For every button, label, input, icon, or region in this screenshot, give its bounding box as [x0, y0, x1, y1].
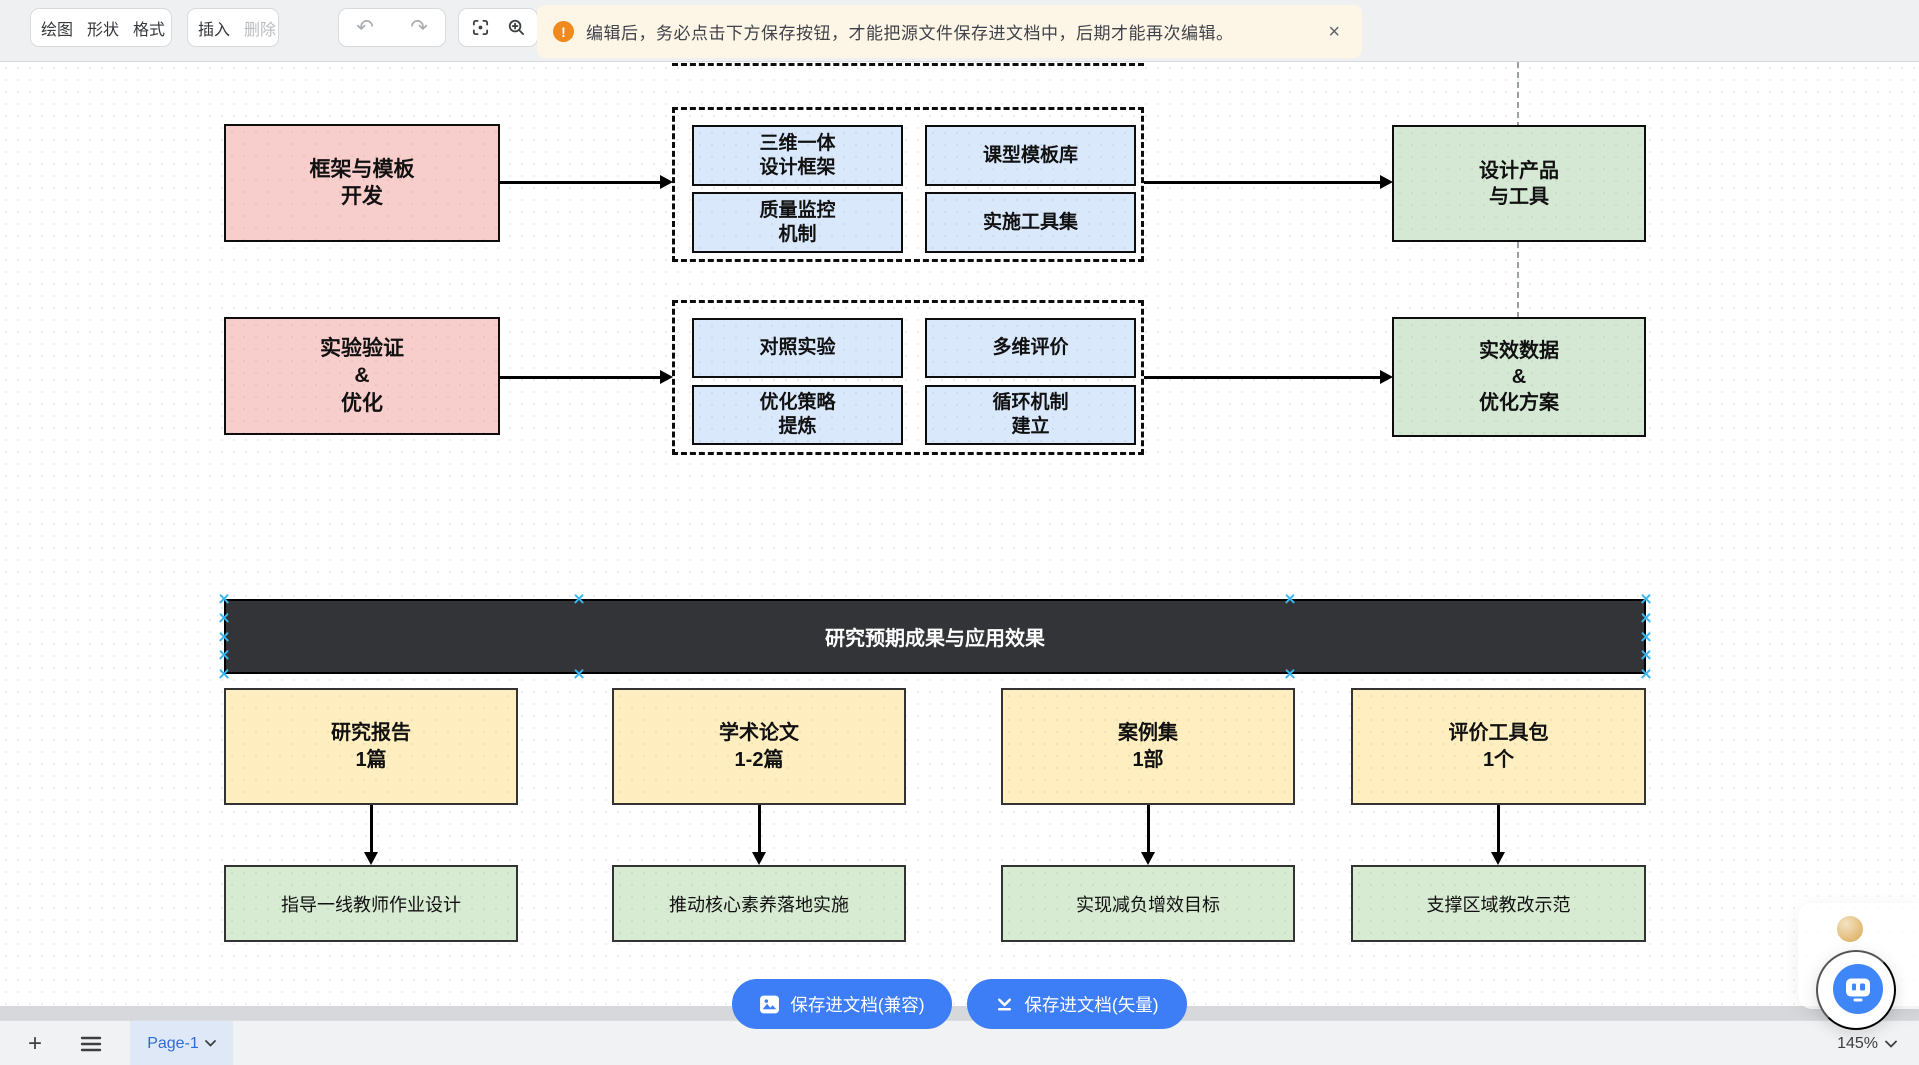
selection-handle[interactable]: [219, 632, 229, 642]
group-experiment[interactable]: [672, 300, 1144, 455]
node-quality-monitoring[interactable]: 质量监控 机制: [692, 192, 903, 253]
selection-handle[interactable]: [1285, 594, 1295, 604]
arrowhead: [1380, 175, 1393, 189]
node-research-report[interactable]: 研究报告 1篇: [224, 688, 518, 805]
connector-row2-left[interactable]: [500, 376, 662, 379]
node-framework-development[interactable]: 框架与模板 开发: [224, 124, 500, 242]
footer-bar: + Page-1 145%: [0, 1020, 1919, 1065]
node-cycle-mechanism[interactable]: 循环机制 建立: [925, 385, 1136, 445]
node-core-literacy[interactable]: 推动核心素养落地实施: [612, 865, 906, 942]
delete-button[interactable]: 删除: [244, 16, 276, 40]
node-control-experiment[interactable]: 对照实验: [692, 318, 903, 378]
warning-icon: !: [553, 21, 574, 42]
connector-row1-right[interactable]: [1144, 181, 1382, 184]
zoom-level-value: 145%: [1837, 1034, 1878, 1052]
add-page-button[interactable]: +: [18, 1021, 52, 1065]
node-case-collection[interactable]: 案例集 1部: [1001, 688, 1295, 805]
save-compatible-label: 保存进文档(兼容): [790, 994, 925, 1015]
download-icon: [995, 995, 1014, 1014]
arrowhead: [660, 175, 673, 189]
edit-group: 插入 删除: [187, 8, 279, 47]
history-group: ↶ ↷: [338, 8, 446, 47]
node-evaluation-toolkit[interactable]: 评价工具包 1个: [1351, 688, 1646, 805]
selection-handle[interactable]: [219, 613, 229, 623]
selection-handle[interactable]: [1641, 632, 1651, 642]
connector-outcome-1[interactable]: [370, 805, 373, 853]
view-group: [458, 8, 538, 47]
warning-text: 编辑后，务必点击下方保存按钮，才能把源文件保存进文档中，后期才能再次编辑。: [586, 24, 1234, 43]
selection-handle[interactable]: [1641, 669, 1651, 679]
undo-icon[interactable]: ↶: [354, 16, 376, 39]
connector-row2-right[interactable]: [1144, 376, 1382, 379]
connector-outcome-4[interactable]: [1497, 805, 1500, 853]
clipped-dashed-container-edge: [672, 63, 1144, 66]
image-icon: [759, 994, 780, 1015]
group-design-tools[interactable]: [672, 107, 1144, 262]
selection-handle[interactable]: [219, 650, 229, 660]
arrowhead: [1380, 370, 1393, 384]
page-tab[interactable]: Page-1: [130, 1021, 233, 1065]
node-expected-results-banner[interactable]: 研究预期成果与应用效果: [224, 599, 1646, 674]
horizontal-scrollbar[interactable]: [0, 1006, 1919, 1020]
fit-screen-icon[interactable]: [469, 17, 491, 39]
robot-icon: [1833, 964, 1883, 1014]
save-vector-button[interactable]: 保存进文档(矢量): [967, 979, 1187, 1029]
zoom-level-control[interactable]: 145%: [1837, 1021, 1897, 1065]
warning-banner: ! 编辑后，务必点击下方保存按钮，才能把源文件保存进文档中，后期才能再次编辑。 …: [537, 5, 1362, 58]
selection-handle[interactable]: [1285, 669, 1295, 679]
node-effect-data[interactable]: 实效数据 & 优化方案: [1392, 317, 1646, 437]
pages-menu-icon[interactable]: [70, 1021, 112, 1065]
arrowhead: [660, 370, 673, 384]
insert-button[interactable]: 插入: [198, 16, 230, 40]
menu-draw[interactable]: 绘图: [41, 16, 73, 40]
selection-handle[interactable]: [574, 594, 584, 604]
save-vector-label: 保存进文档(矢量): [1024, 994, 1159, 1015]
node-experiment-validation[interactable]: 实验验证 & 优化: [224, 317, 500, 435]
selection-handle[interactable]: [219, 594, 229, 604]
menu-format[interactable]: 格式: [133, 16, 165, 40]
node-lesson-template-library[interactable]: 课型模板库: [925, 125, 1136, 186]
coin-ball-icon[interactable]: [1837, 916, 1863, 942]
assistant-bot-button[interactable]: [1816, 950, 1896, 1030]
selection-handle[interactable]: [1641, 594, 1651, 604]
selection-handle[interactable]: [1641, 613, 1651, 623]
menu-group: 绘图 形状 格式: [30, 8, 172, 47]
diagram-canvas[interactable]: 框架与模板 开发 三维一体 设计框架 课型模板库 质量监控 机制 实施工具集 设…: [0, 62, 1919, 1020]
selection-handle[interactable]: [1641, 650, 1651, 660]
toolbar: 绘图 形状 格式 插入 删除 ↶ ↷: [0, 0, 1919, 62]
node-implementation-toolkit[interactable]: 实施工具集: [925, 192, 1136, 253]
arrowhead: [752, 852, 766, 865]
connector-outcome-3[interactable]: [1147, 805, 1150, 853]
node-multidimensional-evaluation[interactable]: 多维评价: [925, 318, 1136, 378]
connector-outcome-2[interactable]: [758, 805, 761, 853]
node-3d-design-framework[interactable]: 三维一体 设计框架: [692, 125, 903, 186]
redo-icon[interactable]: ↷: [408, 16, 430, 39]
save-compatible-button[interactable]: 保存进文档(兼容): [732, 979, 952, 1029]
chevron-down-icon: [204, 1040, 216, 1047]
menu-shape[interactable]: 形状: [87, 16, 119, 40]
zoom-in-icon[interactable]: [505, 17, 527, 39]
close-icon[interactable]: ×: [1322, 20, 1346, 44]
arrowhead: [1141, 852, 1155, 865]
connector-row1-left[interactable]: [500, 181, 662, 184]
selection-handle[interactable]: [574, 669, 584, 679]
node-guide-teachers[interactable]: 指导一线教师作业设计: [224, 865, 518, 942]
page-tab-label: Page-1: [147, 1034, 199, 1052]
node-burden-reduction[interactable]: 实现减负增效目标: [1001, 865, 1295, 942]
node-academic-paper[interactable]: 学术论文 1-2篇: [612, 688, 906, 805]
arrowhead: [1491, 852, 1505, 865]
chevron-down-icon: [1885, 1040, 1897, 1048]
selection-handle[interactable]: [219, 669, 229, 679]
arrowhead: [364, 852, 378, 865]
node-design-products[interactable]: 设计产品 与工具: [1392, 125, 1646, 242]
node-optimization-strategy[interactable]: 优化策略 提炼: [692, 385, 903, 445]
node-regional-reform[interactable]: 支撑区域教改示范: [1351, 865, 1646, 942]
